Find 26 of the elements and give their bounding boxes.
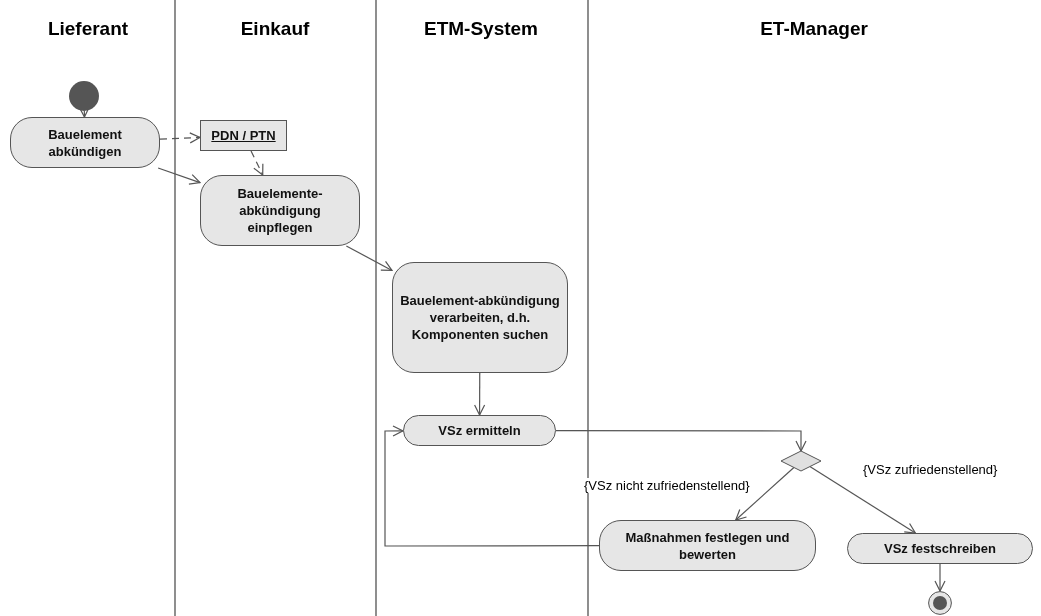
arrow <box>474 372 486 416</box>
arrow <box>159 132 201 144</box>
arrow <box>157 167 201 185</box>
arrow <box>555 430 807 452</box>
edge-label: {VSz zufriedenstellend} <box>862 462 999 477</box>
arrow <box>250 150 264 176</box>
activity-box: Bauelement abkündigen <box>10 117 160 168</box>
arrow <box>809 465 916 534</box>
lane-heading: Einkauf <box>240 18 310 40</box>
activity-box: Maßnahmen festlegen und bewerten <box>599 520 816 571</box>
activity-box: Bauelement-abkündigung verarbeiten, d.h. Komponenten suchen <box>392 262 568 373</box>
end-node <box>928 591 952 615</box>
lane-heading: Lieferant <box>47 18 129 40</box>
lane-heading: ET-Manager <box>760 18 868 40</box>
decision-diamond <box>781 451 821 471</box>
arrow <box>384 425 600 547</box>
activity-box: VSz festschreiben <box>847 533 1033 564</box>
activity-box: VSz ermitteln <box>403 415 556 446</box>
lane-heading: ETM-System <box>424 18 538 40</box>
object-box: PDN / PTN <box>200 120 287 151</box>
arrow <box>934 563 946 592</box>
activity-box: Bauelemente-abkündigung einpflegen <box>200 175 360 246</box>
edge-label: {VSz nicht zufriedenstellend} <box>583 478 751 493</box>
arrow <box>345 245 393 272</box>
arrow <box>735 466 795 521</box>
start-node <box>69 81 99 111</box>
